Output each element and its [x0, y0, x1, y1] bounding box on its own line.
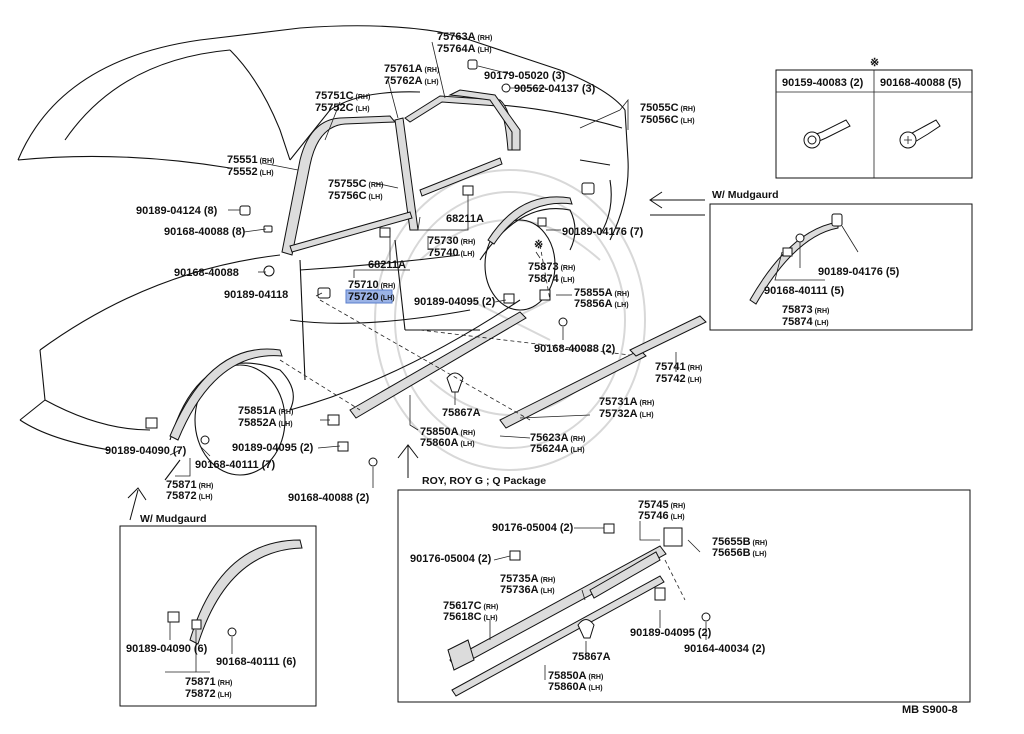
inset-right-75873: 75873(RH)	[782, 304, 829, 316]
pkg-75736a: 75736A(LH)	[500, 584, 555, 596]
label-75872: 75872(LH)	[166, 490, 213, 502]
label-75762a: 75762A(LH)	[384, 75, 439, 87]
label-75730: 75730(RH)	[428, 235, 475, 247]
label-75055c: 75055C(RH)	[640, 102, 695, 114]
highlight-75720	[345, 289, 393, 304]
label-75552: 75552(LH)	[227, 166, 274, 178]
label-75751c: 75751C(RH)	[315, 90, 370, 102]
label-75056c: 75056C(LH)	[640, 114, 695, 126]
label-90562: 90562-04137 (3)	[514, 83, 596, 95]
inset-mudguard-left-labels: W/ Mudgaurd 90189-04090 (6) 90168-40111 …	[126, 513, 296, 700]
pkg-75618c: 75618C(LH)	[443, 611, 498, 623]
inset-left-90189: 90189-04090 (6)	[126, 643, 208, 655]
label-68211a-upper: 68211A	[446, 213, 484, 225]
label-90189-04176: 90189-04176 (7)	[562, 226, 644, 238]
label-90189-04095-upper: 90189-04095 (2)	[414, 296, 496, 308]
label-75551: 75551(RH)	[227, 154, 274, 166]
pkg-75735a: 75735A(RH)	[500, 573, 555, 585]
pkg-75860a: 75860A(LH)	[548, 681, 603, 693]
part-labels: 75763A(RH) 75764A(LH) 90179-05020 (3) 90…	[105, 31, 702, 504]
side-mouldings	[169, 196, 707, 441]
label-75741: 75741(RH)	[655, 361, 702, 373]
label-90189-04095-lower: 90189-04095 (2)	[232, 442, 314, 454]
label-75624a: 75624A(LH)	[530, 443, 585, 455]
label-75860a: 75860A(LH)	[420, 437, 475, 449]
label-68211a-lower: 68211A	[368, 259, 406, 271]
label-75720: 75720(LH)	[348, 291, 395, 303]
label-75871: 75871(RH)	[166, 479, 213, 491]
label-75874: 75874(LH)	[528, 273, 575, 285]
pkg-75656b: 75656B(LH)	[712, 547, 767, 559]
car-body-outline	[17, 25, 629, 481]
pointer-arrows	[127, 191, 705, 521]
inset-mudguard-right	[709, 203, 973, 331]
inset-screws-labels: ※ 90159-40083 (2) 90168-40088 (5)	[782, 57, 962, 89]
inset-package	[397, 489, 971, 703]
pkg-75867a: 75867A	[572, 651, 611, 663]
star-mark: ※	[534, 239, 543, 251]
pkg-90176-a: 90176-05004 (2)	[492, 522, 574, 534]
inset-mudguard-left	[119, 525, 317, 707]
door-frame-mouldings	[281, 89, 521, 256]
label-75732a: 75732A(LH)	[599, 408, 654, 420]
label-75740: 75740(LH)	[428, 247, 475, 259]
pkg-75850a: 75850A(RH)	[548, 670, 603, 682]
pkg-75655b: 75655B(RH)	[712, 536, 767, 548]
label-75850a: 75850A(RH)	[420, 426, 475, 438]
label-90189-04090: 90189-04090 (7)	[105, 445, 187, 457]
pkg-75617c: 75617C(RH)	[443, 600, 498, 612]
pkg-75745: 75745(RH)	[638, 499, 685, 511]
label-75764a: 75764A(LH)	[437, 43, 492, 55]
inset-left-90168: 90168-40111 (6)	[216, 656, 296, 668]
label-75873: 75873(RH)	[528, 261, 575, 273]
label-75763a: 75763A(RH)	[437, 31, 492, 43]
label-75623a: 75623A(RH)	[530, 432, 585, 444]
label-90168-40088-2-upper: 90168-40088 (2)	[534, 343, 616, 355]
label-75761a: 75761A(RH)	[384, 63, 439, 75]
label-90168-40088-2-lower: 90168-40088 (2)	[288, 492, 370, 504]
inset-mudguard-right-labels: W/ Mudgaurd 90189-04176 (5) 90168-40111 …	[712, 189, 900, 328]
label-75710: 75710(RH)	[348, 279, 395, 291]
inset-right-90168: 90168-40111 (5)	[764, 285, 844, 297]
inset-package-labels: ROY, ROY G ; Q Package 90176-05004 (2) 9…	[410, 475, 767, 693]
label-75752c: 75752C(LH)	[315, 102, 370, 114]
label-75851a: 75851A(RH)	[238, 405, 293, 417]
inset-left-title: W/ Mudgaurd	[140, 513, 207, 525]
label-90189-04118: 90189-04118	[224, 289, 288, 301]
inset-right-90189: 90189-04176 (5)	[818, 266, 900, 278]
inset-left-75872: 75872(LH)	[185, 688, 232, 700]
label-75856a: 75856A(LH)	[574, 298, 629, 310]
label-75867a: 75867A	[442, 407, 481, 419]
inset-right-75874: 75874(LH)	[782, 316, 829, 328]
label-75852a: 75852A(LH)	[238, 417, 293, 429]
inset-screws-right-label: 90168-40088 (5)	[880, 77, 962, 89]
inset-right-title: W/ Mudgaurd	[712, 189, 779, 201]
label-75731a: 75731A(RH)	[599, 396, 654, 408]
pkg-90189-04095: 90189-04095 (2)	[630, 627, 712, 639]
inset-left-75871: 75871(RH)	[185, 676, 232, 688]
label-90168-40088-8: 90168-40088 (8)	[164, 226, 246, 238]
footer-code: MB S900-8	[902, 704, 958, 716]
label-75755c: 75755C(RH)	[328, 178, 383, 190]
label-75855a: 75855A(RH)	[574, 287, 629, 299]
pkg-90164-40034: 90164-40034 (2)	[684, 643, 766, 655]
leader-lines	[169, 41, 677, 488]
inset-screws-mark: ※	[870, 57, 879, 69]
inset-screws-left-label: 90159-40083 (2)	[782, 77, 864, 89]
inset-screws	[775, 69, 973, 179]
label-90168-40088: 90168-40088	[174, 267, 239, 279]
label-90189-04124: 90189-04124 (8)	[136, 205, 218, 217]
label-90168-40111: 90168-40111 (7)	[195, 459, 275, 471]
label-75742: 75742(LH)	[655, 373, 702, 385]
label-75756c: 75756C(LH)	[328, 190, 383, 202]
label-90179: 90179-05020 (3)	[484, 70, 566, 82]
pkg-75746: 75746(LH)	[638, 510, 685, 522]
inset-package-title: ROY, ROY G ; Q Package	[422, 475, 546, 487]
pkg-90176-b: 90176-05004 (2)	[410, 553, 492, 565]
